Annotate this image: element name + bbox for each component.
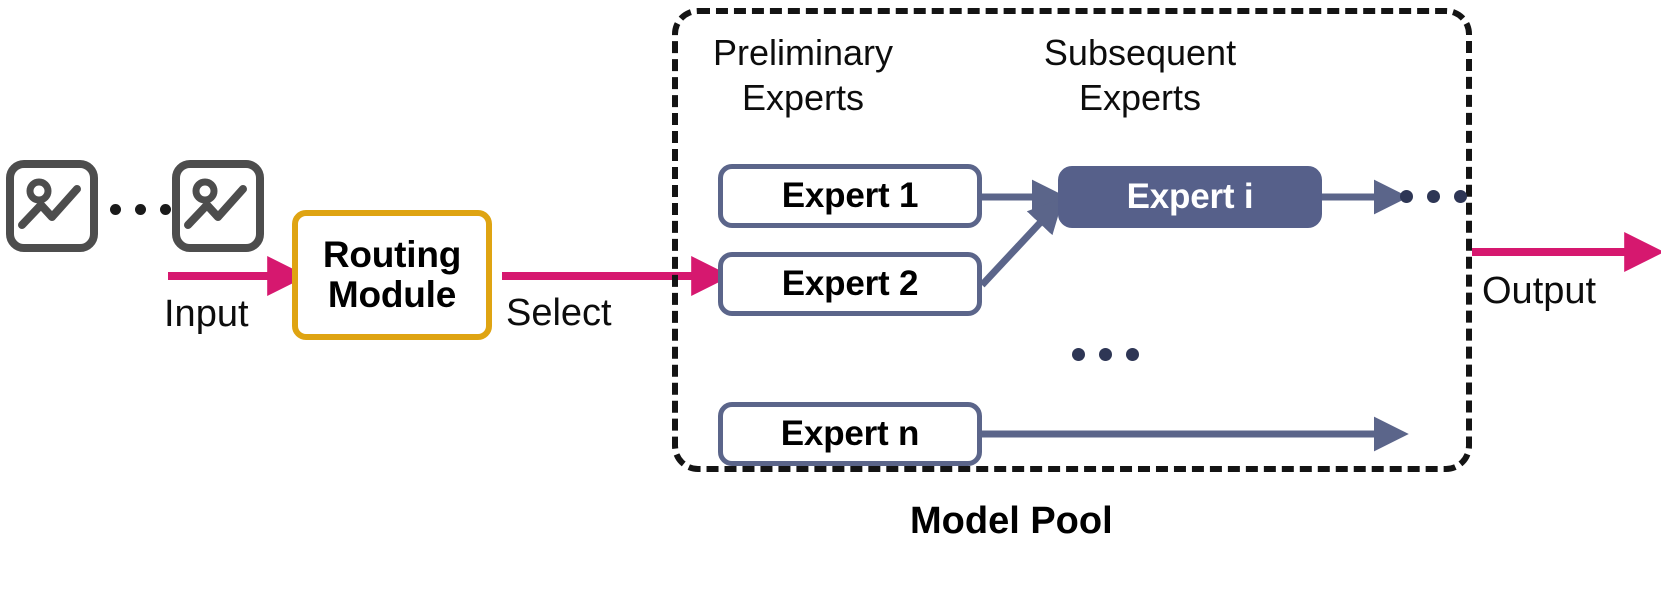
experts-ellipsis <box>1072 348 1139 361</box>
input-label: Input <box>164 293 249 335</box>
routing-module-label-line1: Routing <box>322 234 462 276</box>
image-thumbnail-icon <box>172 160 264 252</box>
preliminary-experts-header-line2: Experts <box>741 77 865 118</box>
subsequent-experts-ellipsis <box>1400 190 1467 203</box>
expert-box-2[interactable]: Expert 2 <box>718 252 982 316</box>
expert-box-i-label: Expert i <box>1126 177 1254 216</box>
expert-box-n-label: Expert n <box>780 414 920 453</box>
subsequent-experts-header-line1: Subsequent <box>1043 32 1237 73</box>
select-label: Select <box>506 292 612 334</box>
expert-box-2-label: Expert 2 <box>781 264 919 303</box>
model-pool-container <box>672 8 1472 472</box>
expert-box-1-label: Expert 1 <box>781 176 919 215</box>
preliminary-experts-header-line1: Preliminary <box>712 32 894 73</box>
input-ellipsis <box>110 204 171 215</box>
image-thumbnail-icon <box>6 160 98 252</box>
output-label: Output <box>1482 270 1597 312</box>
subsequent-experts-header-line2: Experts <box>1078 77 1202 118</box>
expert-box-1[interactable]: Expert 1 <box>718 164 982 228</box>
subsequent-experts-header: Subsequent Experts <box>1030 30 1250 120</box>
preliminary-experts-header: Preliminary Experts <box>698 30 908 120</box>
expert-box-n[interactable]: Expert n <box>718 402 982 466</box>
routing-module-box[interactable]: Routing Module <box>292 210 492 340</box>
model-pool-title: Model Pool <box>910 500 1113 542</box>
expert-box-i[interactable]: Expert i <box>1058 166 1322 228</box>
routing-module-label-line2: Module <box>327 274 457 315</box>
